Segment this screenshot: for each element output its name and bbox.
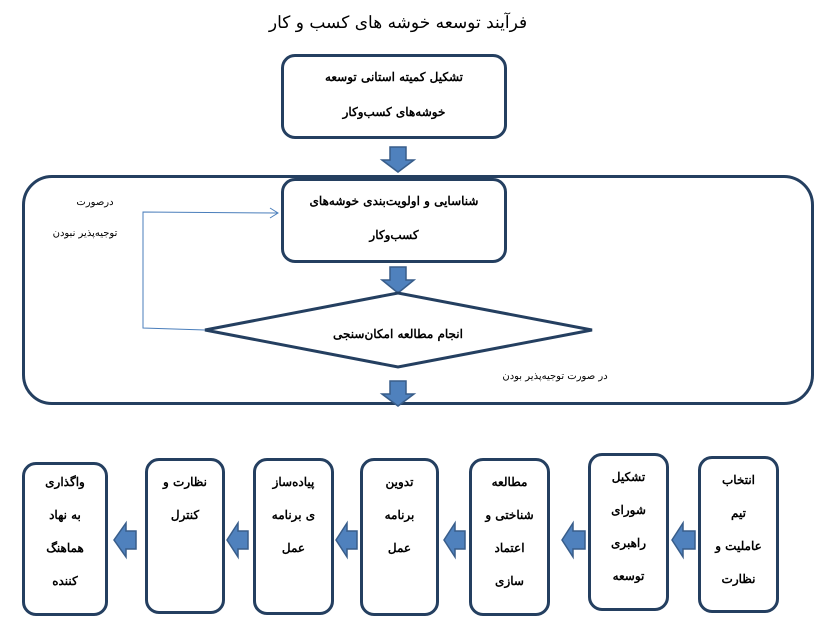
step-box-7: [22, 462, 108, 616]
step-box-2: [588, 453, 669, 611]
left-arrow-2: [561, 520, 586, 560]
step-line: شناختی و: [485, 508, 534, 522]
step-line: سازی: [495, 574, 524, 588]
step-line: کنترل: [170, 508, 200, 522]
step-line: به نهاد: [49, 508, 81, 522]
feasible-label: در صورت توجیه‌پذیر بودن: [502, 371, 608, 382]
step-6-text: نظارت و کنترل: [145, 466, 225, 532]
step-line: توسعه: [612, 569, 645, 583]
committee-box: [281, 54, 507, 139]
not-feasible-label-2: توجیه‌پذیر نبودن: [52, 228, 118, 239]
step-7-text: واگذاری به نهاد هماهنگ کننده: [22, 466, 108, 598]
left-arrow-6: [113, 520, 137, 560]
feedback-arrowhead: [269, 207, 279, 219]
step-4-text: تدوین برنامه عمل: [360, 466, 439, 565]
committee-line-1: تشکیل کمیته استانی توسعه: [324, 70, 464, 84]
step-box-4: [360, 458, 439, 616]
feedback-line: [142, 211, 279, 331]
step-line: واگذاری: [45, 475, 85, 489]
step-line: راهبری: [610, 536, 647, 550]
step-line: عاملیت و: [715, 539, 762, 553]
step-line: نظارت و: [163, 475, 207, 489]
left-arrow-1: [671, 520, 696, 560]
outer-container: [22, 175, 814, 405]
step-line: عمل: [281, 541, 306, 555]
step-line: کننده: [52, 574, 78, 588]
left-arrow-4: [335, 520, 358, 560]
step-box-3: [469, 458, 550, 616]
down-arrow-2: [379, 266, 417, 294]
step-line: برنامه: [384, 508, 415, 522]
left-arrow-3: [443, 520, 466, 560]
step-line: انتخاب: [722, 473, 755, 487]
step-2-text: تشکیل شورای راهبری توسعه: [588, 461, 669, 593]
step-line: تدوین: [385, 475, 414, 489]
step-line: تیم: [731, 506, 746, 520]
step-line: ی برنامه: [271, 508, 316, 522]
step-line: هماهنگ: [46, 541, 84, 555]
left-arrow-5: [226, 520, 249, 560]
step-3-text: مطالعه شناختی و اعتماد سازی: [469, 466, 550, 598]
down-arrow-3: [379, 380, 417, 407]
step-line: اعتماد: [494, 541, 525, 555]
step-line: عمل: [387, 541, 412, 555]
decision-label: انجام مطالعه امکان‌سنجی: [333, 327, 463, 341]
step-line: مطالعه: [491, 475, 528, 489]
step-box-5: [253, 458, 334, 615]
committee-line-2: خوشه‌های کسب‌وکار: [342, 105, 446, 119]
step-5-text: پیاده‌ساز ی برنامه عمل: [253, 466, 334, 565]
step-line: شورای: [611, 503, 646, 517]
step-1-text: انتخاب تیم عاملیت و نظارت: [698, 464, 779, 596]
step-line: تشکیل: [611, 470, 646, 484]
down-arrow-1: [379, 146, 417, 173]
decision-diamond: [204, 291, 593, 369]
step-box-6: [145, 458, 225, 614]
identify-box: [281, 178, 507, 263]
identify-line-1: شناسایی و اولویت‌بندی خوشه‌های: [309, 194, 479, 208]
not-feasible-label-1: درصورت: [76, 197, 114, 208]
step-line: پیاده‌ساز: [272, 475, 315, 489]
step-line: نظارت: [721, 572, 756, 586]
identify-line-2: کسب‌وکار: [369, 228, 419, 242]
diagram-title: فرآیند توسعه خوشه های کسب و کار: [268, 13, 528, 33]
step-box-1: [698, 456, 779, 613]
